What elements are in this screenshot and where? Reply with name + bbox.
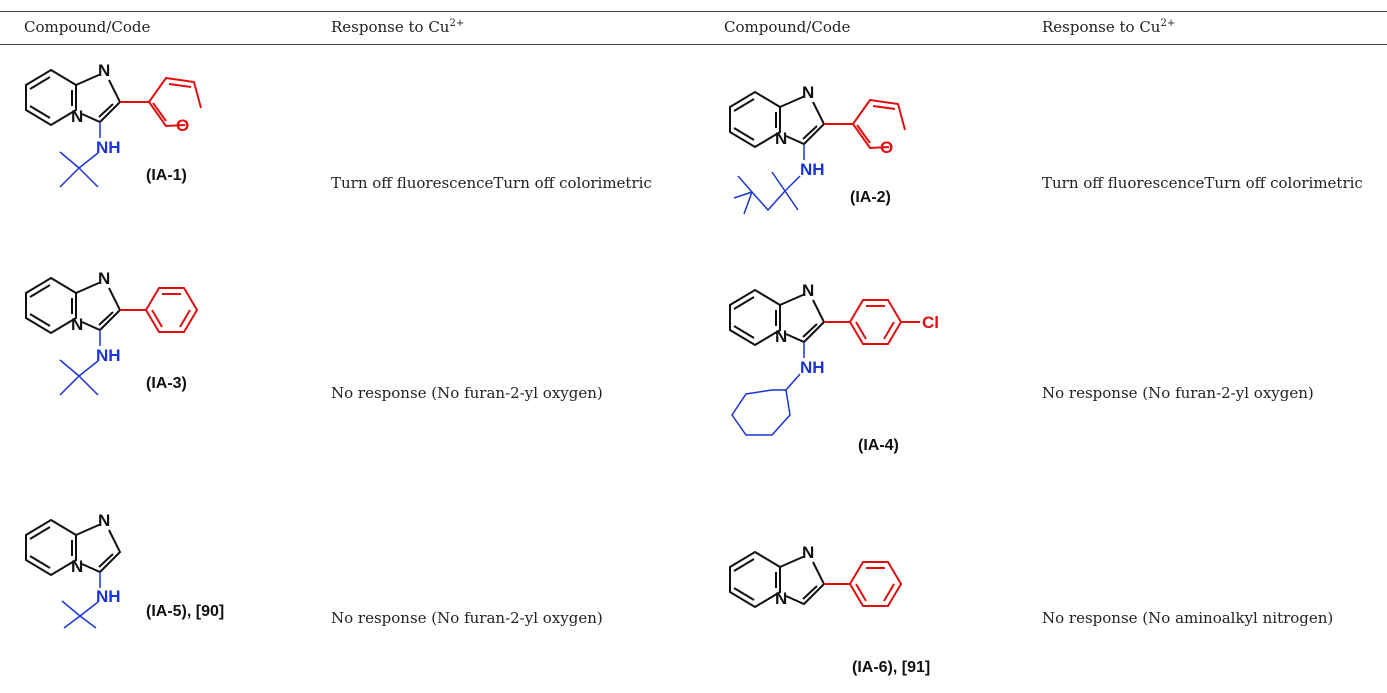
imidazole-ring	[75, 73, 122, 124]
furan-ring	[824, 98, 906, 150]
phenyl-ring	[824, 561, 903, 607]
table-header-rule	[0, 44, 1387, 45]
pyridine-ring	[25, 276, 77, 335]
atom-label: N	[98, 269, 110, 288]
atom-label: NH	[96, 138, 121, 157]
atom-label: N	[98, 511, 110, 530]
table-top-rule	[0, 11, 1387, 12]
header-superscript: 2+	[1160, 18, 1176, 29]
structure-ia-4: N N Cl NH (IA-4)	[729, 281, 939, 454]
cyclohexyl-amine	[731, 342, 805, 436]
header-text: Compound/Code	[24, 18, 151, 36]
atom-label: O	[176, 116, 189, 135]
imidazole-ring	[779, 95, 826, 146]
atom-label: N	[802, 281, 814, 300]
compound-label: (IA-1)	[146, 167, 187, 184]
imidazole-ring	[779, 555, 826, 606]
atom-label: N	[71, 107, 83, 126]
atom-label: N	[802, 83, 814, 102]
structure-ia-5: N N NH (IA-5), [90]	[25, 511, 224, 629]
tert-butyl-amine	[59, 122, 101, 188]
atom-label: N	[98, 61, 110, 80]
structure-ia-6: N N (IA-6), [91]	[729, 543, 930, 676]
pyridine-ring	[25, 68, 77, 127]
atom-label: NH	[800, 160, 825, 179]
structure-ia-1: N N O NH (IA-1)	[25, 61, 202, 188]
header-response-right: Response to Cu2+	[1042, 18, 1175, 36]
header-response-left: Response to Cu2+	[331, 18, 464, 36]
atom-label: NH	[96, 587, 121, 606]
compound-label: (IA-3)	[146, 375, 187, 392]
atom-label: Cl	[922, 313, 939, 332]
tert-octyl-amine	[733, 144, 805, 215]
structure-ia-3: N N NH (IA-3)	[25, 269, 199, 396]
header-text: Response to Cu	[1042, 18, 1161, 36]
response-text-ia-4: No response (No furan-2-yl oxygen)	[1042, 384, 1314, 402]
header-superscript: 2+	[449, 18, 465, 29]
pyridine-ring	[729, 550, 781, 609]
atom-label: O	[880, 138, 893, 157]
imidazole-ring	[779, 293, 826, 344]
furan-ring	[120, 76, 202, 128]
imidazole-ring	[75, 281, 122, 332]
header-text: Response to Cu	[331, 18, 450, 36]
phenyl-ring	[120, 287, 199, 333]
pyridine-ring	[25, 518, 77, 577]
atom-label: N	[71, 315, 83, 334]
chlorophenyl-ring	[824, 299, 920, 345]
header-text: Compound/Code	[724, 18, 851, 36]
imidazole-ring	[75, 523, 122, 574]
header-compound-code-left: Compound/Code	[24, 18, 150, 36]
atom-label: N	[775, 327, 787, 346]
compound-label: (IA-2)	[850, 189, 891, 206]
compound-label: (IA-5), [90]	[146, 603, 224, 620]
header-compound-code-right: Compound/Code	[724, 18, 850, 36]
response-text-ia-6: No response (No aminoalkyl nitrogen)	[1042, 609, 1334, 627]
atom-label: NH	[96, 346, 121, 365]
tert-butyl-amine	[59, 330, 101, 396]
response-text-ia-1: Turn off fluorescenceTurn off colorimetr…	[331, 174, 652, 192]
atom-label: N	[802, 543, 814, 562]
compound-label: (IA-4)	[858, 437, 899, 454]
pyridine-ring	[729, 288, 781, 347]
atom-label: N	[71, 557, 83, 576]
atom-label: NH	[800, 358, 825, 377]
tert-butyl-amine	[61, 572, 101, 629]
response-text-ia-3: No response (No furan-2-yl oxygen)	[331, 384, 603, 402]
atom-label: N	[775, 129, 787, 148]
structure-ia-2: N N O NH (IA-2)	[729, 83, 906, 215]
atom-label: N	[775, 589, 787, 608]
response-text-ia-2: Turn off fluorescenceTurn off colorimetr…	[1042, 174, 1363, 192]
response-text-ia-5: No response (No furan-2-yl oxygen)	[331, 609, 603, 627]
pyridine-ring	[729, 90, 781, 149]
compound-label: (IA-6), [91]	[852, 659, 930, 676]
